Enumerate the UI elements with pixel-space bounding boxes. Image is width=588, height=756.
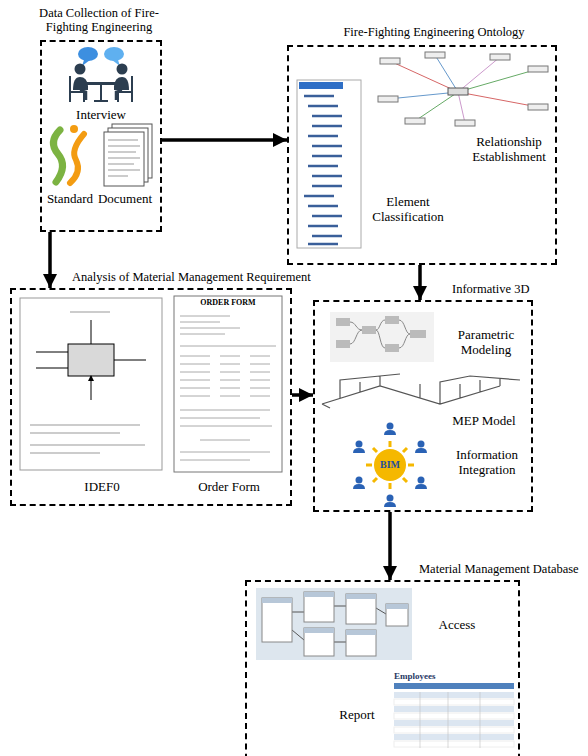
document-stack [104, 124, 152, 186]
stage-heading: Informative 3D [452, 282, 529, 296]
item-label: Report [327, 708, 387, 723]
figure-caption-text: ORDER FORM [186, 298, 270, 308]
flow-arrow [388, 512, 392, 580]
figure-caption-text: BIM [372, 459, 408, 471]
item-label: IDEF0 [62, 480, 142, 495]
item-label: Standard [42, 192, 98, 207]
access-relationships [256, 588, 412, 660]
ontology-tree [297, 80, 361, 248]
standard-logo [53, 125, 84, 183]
item-label: Interview [56, 108, 146, 123]
dashed-stage-box: Fire-Fighting Engineering OntologyRelati… [287, 45, 557, 265]
flow-arrow [48, 232, 52, 288]
parametric-graph [330, 312, 434, 362]
item-label: Element Classification [367, 195, 449, 225]
item-label: Access [422, 618, 492, 633]
report-table [394, 683, 514, 748]
dashed-stage-box: Material Management DatabaseAccessReport [245, 580, 520, 756]
idef0-figure [20, 298, 162, 470]
dashed-stage-box: Analysis of Material Management Requirem… [10, 288, 292, 506]
stage-heading: Fire-Fighting Engineering Ontology [319, 25, 549, 39]
dashed-stage-box: Data Collection of Fire-Fighting Enginee… [40, 40, 162, 232]
item-label: Relationship Establishment [465, 135, 553, 165]
bim-sun [353, 423, 427, 508]
flow-arrow [162, 138, 287, 142]
relationship-graph [378, 52, 548, 126]
flow-arrow [418, 265, 422, 300]
order-form [174, 296, 282, 472]
figure-caption-text: Employees [394, 671, 454, 682]
item-label: Information Integration [445, 448, 529, 478]
stage-heading: Analysis of Material Management Requirem… [72, 270, 311, 284]
stage-heading: Material Management Database [419, 562, 579, 576]
flow-arrow [292, 393, 313, 397]
stage-heading: Data Collection of Fire-Fighting Enginee… [28, 6, 170, 35]
item-label: Parametric Modeling [443, 328, 529, 358]
item-label: MEP Model [439, 414, 529, 429]
interview-icon [70, 47, 132, 102]
item-label: Document [92, 192, 158, 207]
item-label: Order Form [174, 480, 284, 495]
mep-pipes [322, 374, 520, 408]
dashed-stage-box: Informative 3DParametric ModelingMEP Mod… [313, 300, 533, 512]
